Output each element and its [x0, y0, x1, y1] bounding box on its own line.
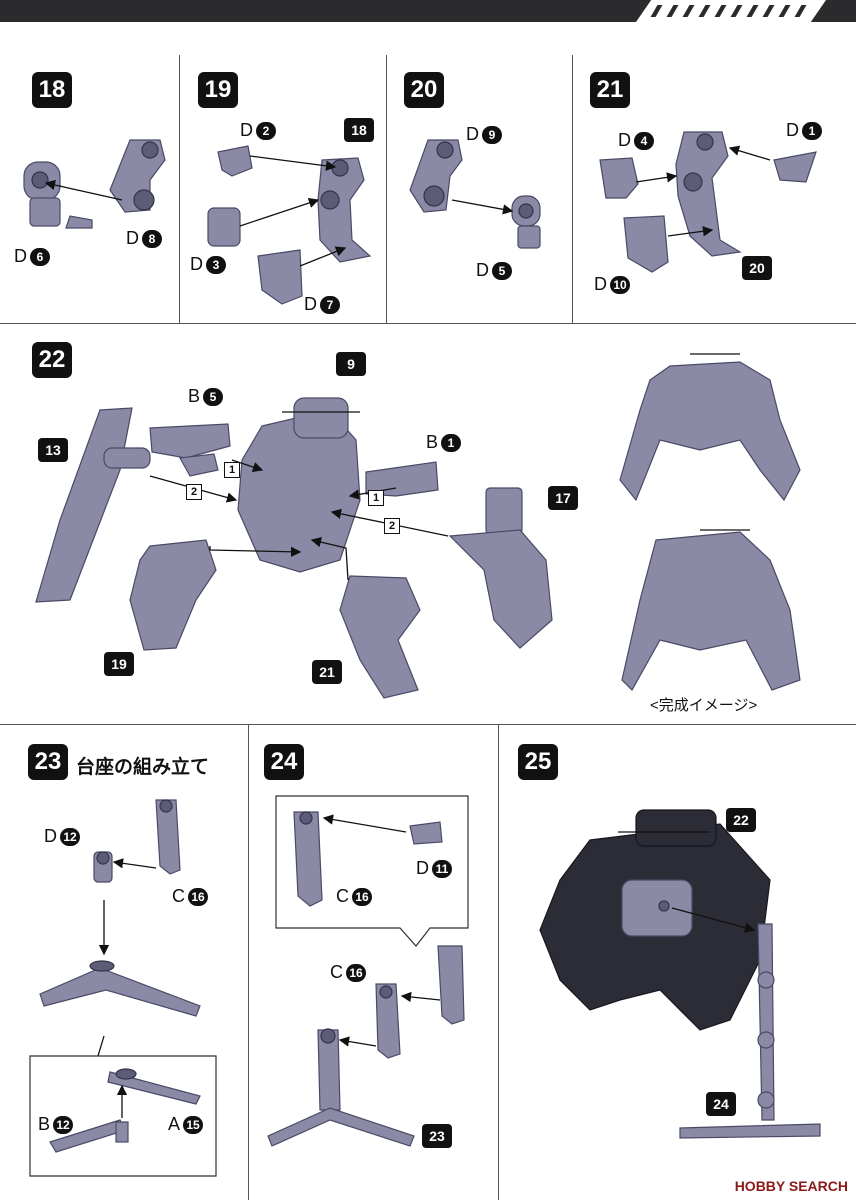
divider-23-24 [248, 724, 249, 1200]
step23-parts [29, 799, 217, 1177]
divider-row2 [0, 724, 856, 725]
ref-tag-9: 9 [336, 352, 366, 376]
step-number-19: 19 [198, 72, 238, 108]
top-bar-stripes [636, 0, 826, 22]
ref-tag-23: 23 [422, 1124, 452, 1148]
step-number-18: 18 [32, 72, 72, 108]
step-number-24: 24 [264, 744, 304, 780]
callout-2b: 2 [384, 518, 400, 534]
step-number-21: 21 [590, 72, 630, 108]
callout-2a: 2 [186, 484, 202, 500]
step-number-25: 25 [518, 744, 558, 780]
step22-parts [35, 397, 553, 699]
ref-tag-20: 20 [742, 256, 772, 280]
ref-tag-18: 18 [344, 118, 374, 142]
divider-20-21 [572, 55, 573, 323]
step-number-20: 20 [404, 72, 444, 108]
callout-1a: 1 [224, 462, 240, 478]
step25-parts [539, 809, 821, 1139]
callout-1b: 1 [368, 490, 384, 506]
ref-tag-22: 22 [726, 808, 756, 832]
step23-title: 台座の組み立て [76, 757, 210, 778]
ref-tag-17: 17 [548, 486, 578, 510]
divider-24-25 [498, 724, 499, 1200]
top-bar [0, 0, 856, 22]
divider-row1 [0, 323, 856, 324]
step20-parts [409, 139, 541, 249]
ref-tag-19: 19 [104, 652, 134, 676]
step24-parts [267, 795, 469, 1147]
watermark: HOBBY SEARCH [734, 1178, 848, 1194]
step-number-23: 23 [28, 744, 68, 780]
step21-parts [599, 131, 817, 273]
ref-tag-21: 21 [312, 660, 342, 684]
divider-19-20 [386, 55, 387, 323]
step-number-22: 22 [32, 342, 72, 378]
step19-parts [207, 145, 372, 305]
ref-tag-24: 24 [706, 1092, 736, 1116]
completed-image-caption: <完成イメージ> [650, 697, 758, 714]
divider-18-19 [179, 55, 180, 323]
step18-parts [23, 139, 166, 229]
completed-images [619, 353, 801, 691]
ref-tag-13: 13 [38, 438, 68, 462]
